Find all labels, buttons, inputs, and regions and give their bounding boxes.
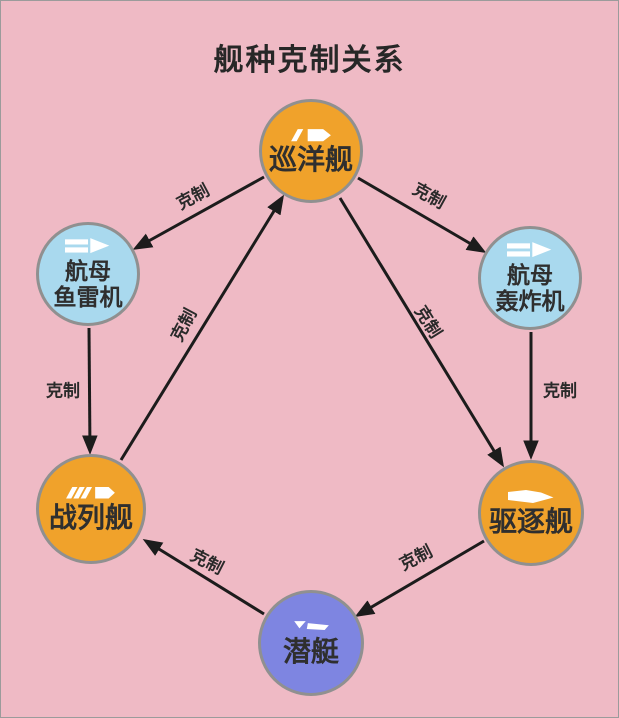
edge-label-bomber-counters-destroyer: 克制 [543, 381, 577, 401]
node-carrier-torpedo-plane: 航母鱼雷机 [36, 222, 140, 326]
diagram-title: 舰种克制关系 [213, 44, 406, 77]
edge-battleship-counters-cruiser [119, 194, 285, 461]
edge-label-cruiser-counters-bomber: 克制 [410, 179, 449, 213]
edge-label-destroyer-counters-submarine: 克制 [396, 541, 435, 574]
node-carrier-bomber: 航母轰炸机 [478, 226, 582, 330]
edge-cruiser-counters-bomber [357, 176, 487, 253]
carrier-plane-icon [65, 237, 111, 254]
node-label: 潜艇 [282, 635, 339, 667]
node-label-line: 驱逐舰 [488, 506, 573, 538]
edge-destroyer-counters-submarine [354, 539, 485, 617]
edge-label-torpedo-counters-battleship: 克制 [46, 381, 80, 401]
destroyer-ship-icon [507, 489, 555, 504]
node-battleship: 战列舰 [36, 454, 146, 564]
cruiser-ship-icon [290, 128, 332, 142]
node-label: 驱逐舰 [488, 506, 573, 538]
node-label-line: 航母 [507, 261, 553, 288]
node-label-line: 航母 [65, 257, 111, 284]
node-label: 航母鱼雷机 [54, 258, 123, 311]
carrier-plane-icon [507, 241, 553, 258]
edge-cruiser-counters-torpedo-plane [132, 175, 265, 250]
node-label-line: 战列舰 [48, 501, 133, 533]
node-destroyer: 驱逐舰 [478, 460, 584, 566]
battleship-ship-icon [66, 486, 116, 500]
node-label-line: 潜艇 [282, 635, 339, 667]
node-submarine: 潜艇 [258, 590, 364, 696]
node-label-line: 轰炸机 [495, 288, 565, 315]
edge-cruiser-counters-destroyer [338, 197, 505, 468]
node-label: 战列舰 [48, 501, 133, 533]
node-cruiser: 巡洋舰 [259, 99, 363, 203]
edge-submarine-counters-battleship [142, 538, 265, 616]
node-label: 航母轰炸机 [496, 262, 565, 315]
node-label-line: 鱼雷机 [53, 284, 123, 311]
node-label: 巡洋舰 [268, 144, 353, 175]
edge-torpedo-counters-battleship [82, 327, 98, 455]
node-label-line: 巡洋舰 [268, 144, 353, 175]
edge-label-submarine-counters-battleship: 克制 [188, 545, 227, 578]
submarine-icon [290, 620, 332, 634]
